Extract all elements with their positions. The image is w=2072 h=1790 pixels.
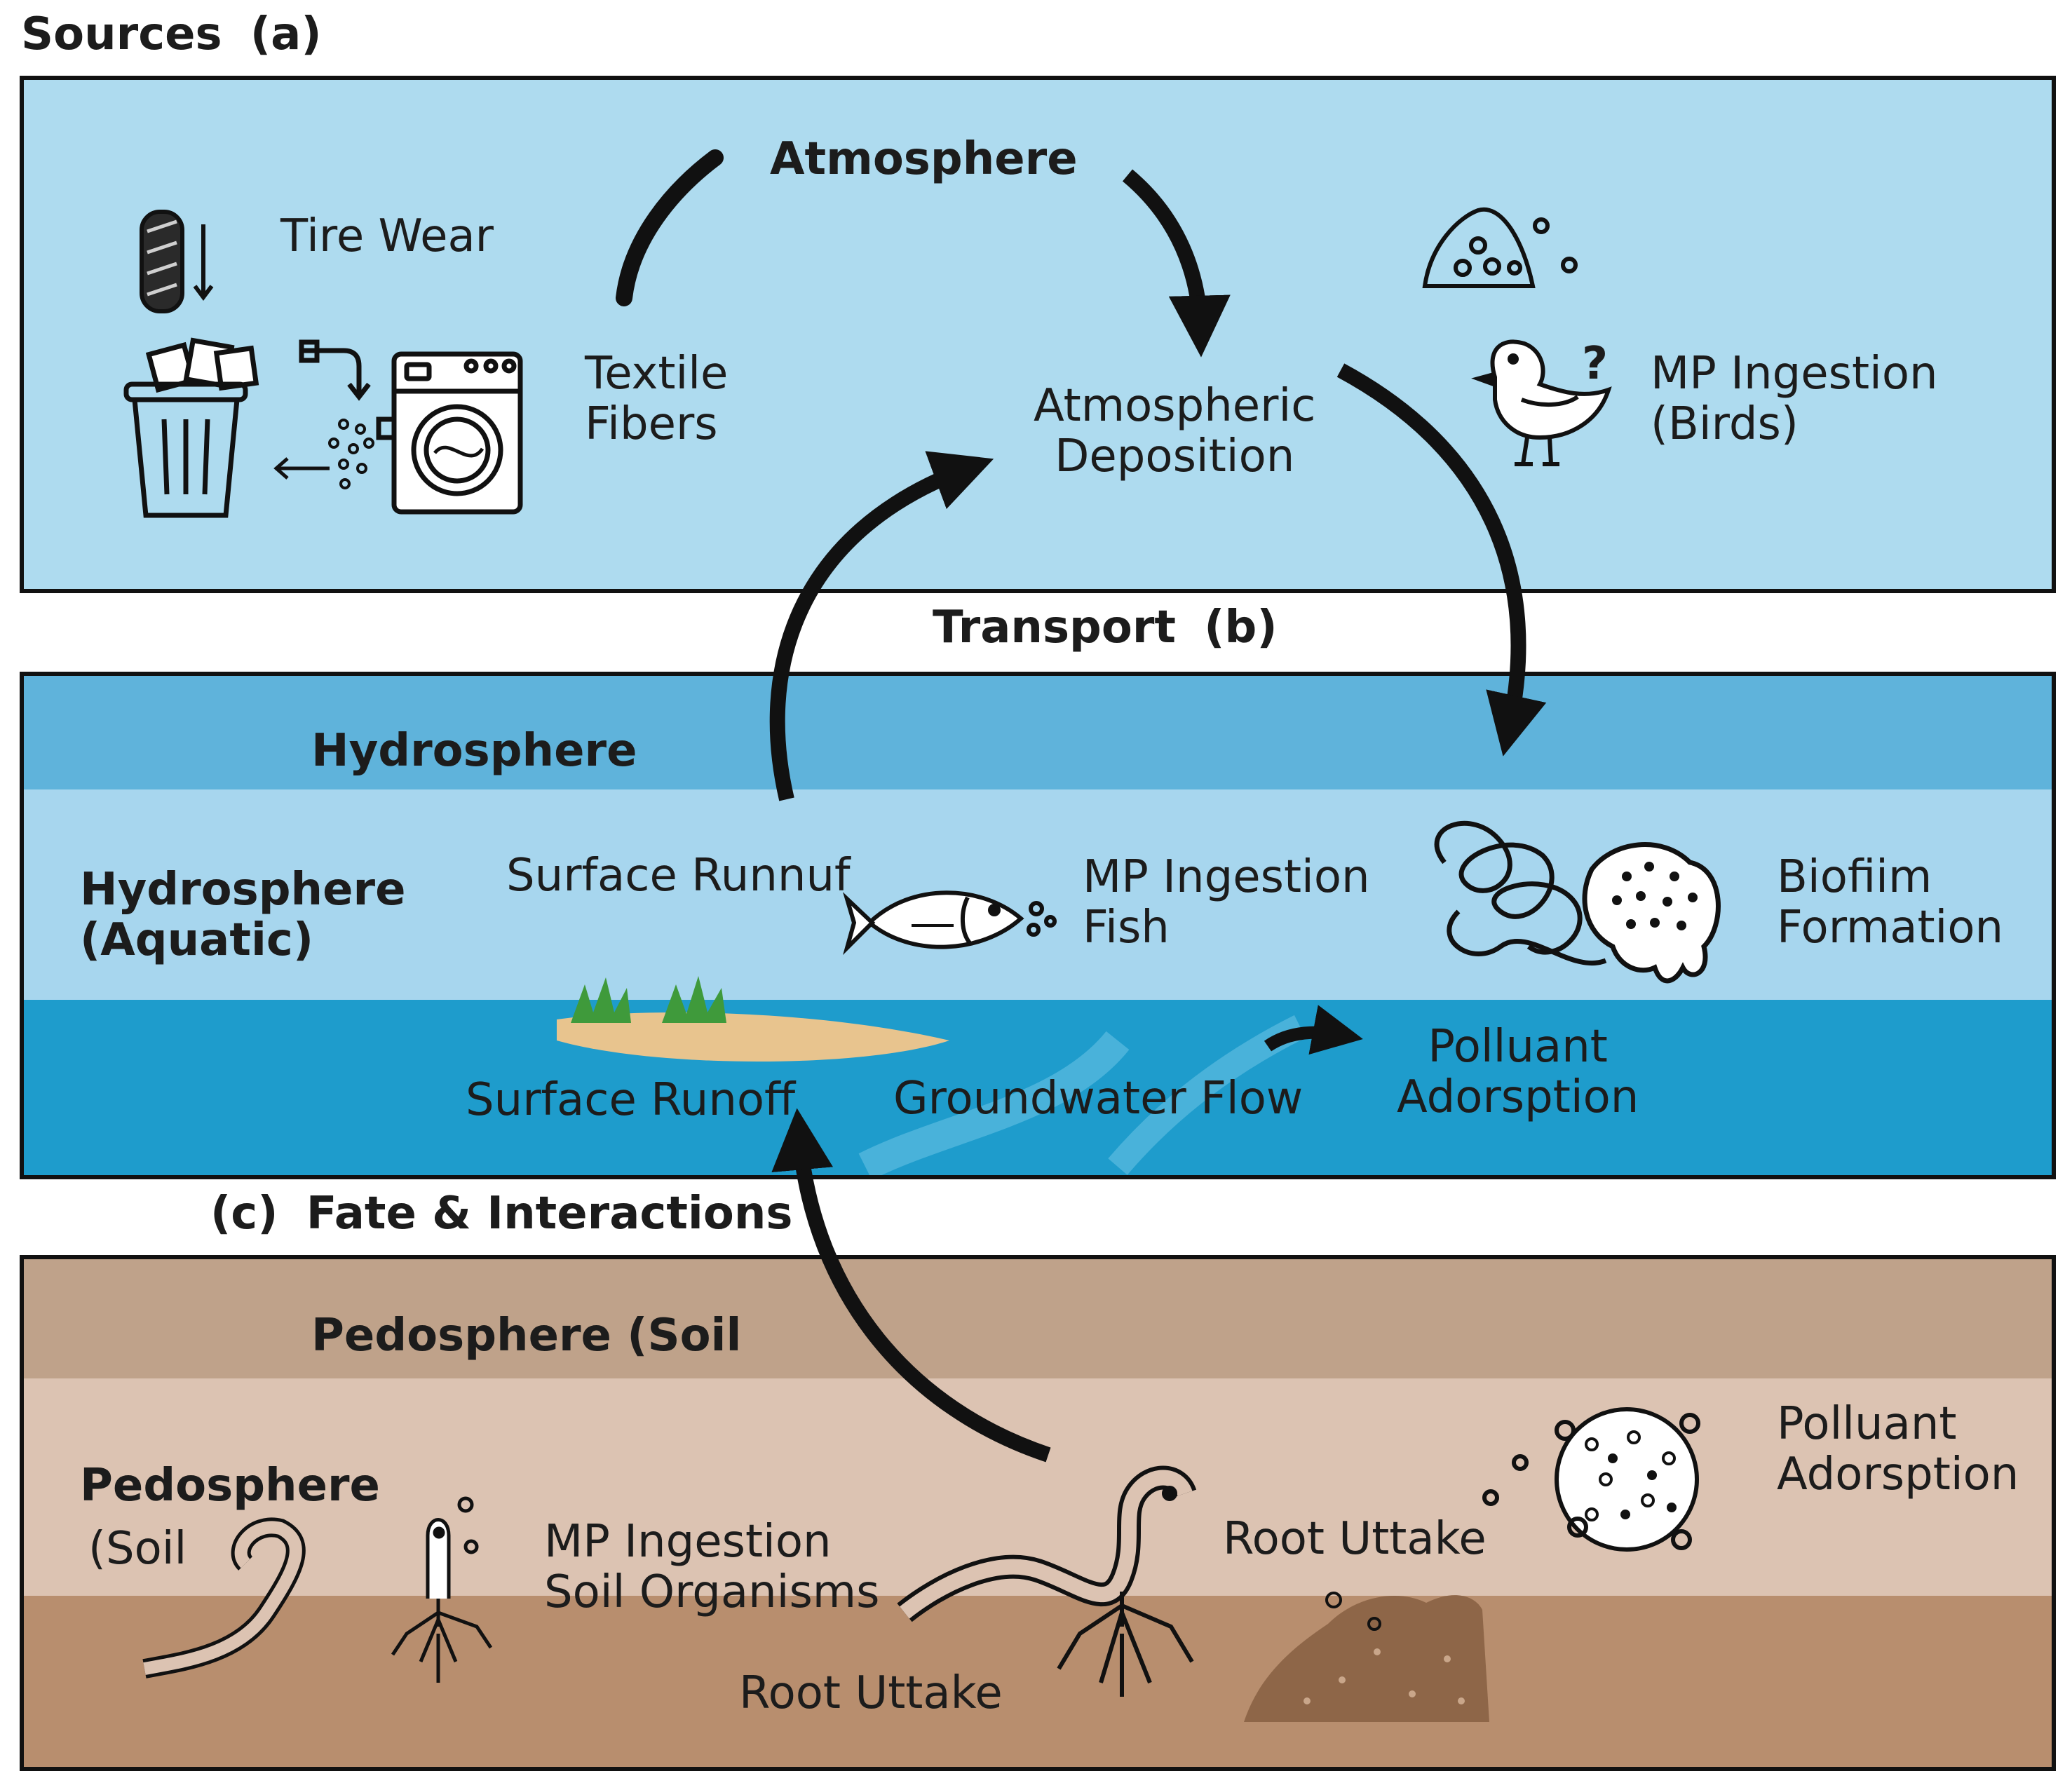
soil-deep-band	[24, 1596, 2052, 1767]
surface-runoff-bottom-label: Surface Runoff	[466, 1074, 796, 1126]
sand-island	[557, 1012, 949, 1062]
fate-letter: (c)	[210, 1188, 278, 1240]
hydro-top-band	[24, 676, 2052, 789]
grass-right	[662, 976, 726, 1023]
transport-label: Transport (b)	[933, 602, 1278, 653]
fate-label: (c) Fate & Interactions	[210, 1188, 793, 1240]
groundwater-flow-label: Groundwater Flow	[893, 1073, 1304, 1125]
sources-label: Sources (a)	[21, 8, 322, 60]
atmosphere-panel: Atmosphere Tire Wear Textile Fibers Atmo…	[20, 76, 2056, 593]
sources-letter: (a)	[250, 8, 322, 60]
soil-mound	[1244, 1595, 1489, 1722]
hydrosphere-panel: Hydrosphere Hydrosphere (Aquatic) Surfac…	[20, 672, 2056, 1179]
pollutant-adsorption-aquatic-label: Polluant Adorsption	[1397, 1021, 1639, 1123]
hydrosphere-band-title: Hydrosphere	[311, 725, 637, 777]
fate-text: Fate & Interactions	[306, 1188, 793, 1240]
textile-fibers-label: Textile Fibers	[585, 348, 729, 450]
biofilm-formation-label: Biofiim Formation	[1777, 851, 2004, 954]
grass-left	[571, 977, 631, 1023]
mp-ingestion-fish-label: MP Ingestion Fish	[1083, 851, 1370, 954]
mp-ingestion-birds-label: MP Ingestion (Birds)	[1651, 348, 1938, 450]
pedosphere-side-title-line2: (Soil	[88, 1523, 187, 1575]
mp-ingestion-soil-label: MP Ingestion Soil Organisms	[544, 1516, 880, 1618]
surface-runoff-top-label: Surface Runnuf	[506, 850, 851, 902]
atmosphere-title: Atmosphere	[770, 133, 1078, 185]
sources-text: Sources	[21, 8, 222, 60]
question-mark: ?	[1582, 338, 1609, 390]
root-uptake-mid-label: Root Uttake	[1223, 1513, 1487, 1565]
transport-text: Transport	[933, 602, 1176, 653]
root-uptake-bottom-label: Root Uttake	[739, 1667, 1003, 1719]
pollutant-adsorption-soil-label: Polluant Adorsption	[1777, 1398, 2019, 1500]
hydrosphere-side-title: Hydrosphere (Aquatic)	[80, 864, 406, 966]
tire-wear-label: Tire Wear	[280, 210, 494, 262]
transport-letter: (b)	[1204, 602, 1278, 653]
pedosphere-band-title: Pedosphere (Soil	[311, 1310, 742, 1362]
pedosphere-panel: Pedosphere (Soil Pedosphere (Soil MP Ing…	[20, 1255, 2056, 1771]
pedosphere-side-title-line1: Pedosphere	[80, 1460, 380, 1512]
atmospheric-deposition-label: Atmospheric Deposition	[1034, 380, 1316, 482]
